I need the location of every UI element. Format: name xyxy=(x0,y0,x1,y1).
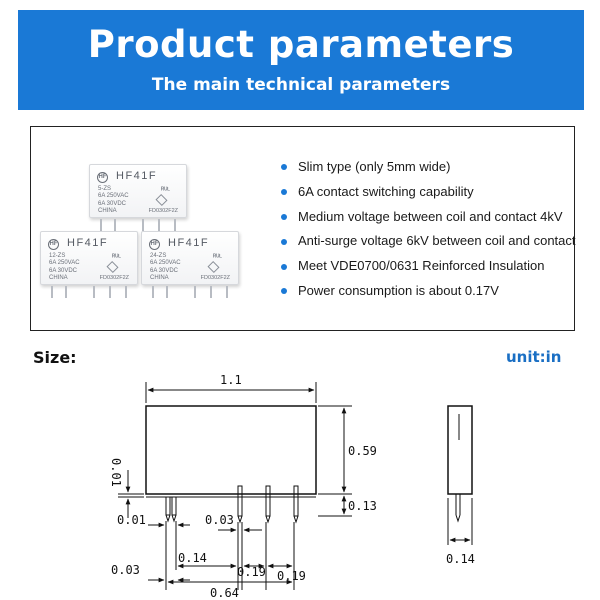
dim-pin-span: 0.64 xyxy=(210,586,239,600)
hongfa-logo-icon: HF xyxy=(97,172,108,183)
dim-top-gap: 0.01 xyxy=(109,458,123,487)
relay-pin xyxy=(125,286,127,298)
relay-pin xyxy=(152,286,154,298)
dim-pin-pitch-a: 0.14 xyxy=(178,551,207,565)
relay-model: HF41F xyxy=(168,237,210,249)
feature-item: 6A contact switching capability xyxy=(281,180,576,205)
header-banner: Product parameters The main technical pa… xyxy=(18,10,584,110)
feature-item: Meet VDE0700/0631 Reinforced Insulation xyxy=(281,254,576,279)
relay-pin-outline xyxy=(293,485,299,517)
dim-pin-width-mid: 0.03 xyxy=(205,513,234,527)
dim-pin-offset-left: 0.01 xyxy=(117,513,146,527)
size-heading: Size: xyxy=(33,348,77,367)
relay-front-view xyxy=(145,405,317,495)
page-title: Product parameters xyxy=(87,23,515,66)
dim-pin-pitch-b: 0.19 xyxy=(237,565,266,579)
ul-certification-icon: ᴿᵁᴸ xyxy=(112,254,121,261)
relay-pin xyxy=(51,286,53,298)
relay-image-5zs: HF HF41F 5-ZS 6A 250VAC 6A 30VDC CHINA ᴿ… xyxy=(89,164,187,231)
relay-pin xyxy=(210,286,212,298)
relay-side-view xyxy=(447,405,473,495)
dim-pin-width-left: 0.03 xyxy=(111,563,140,577)
relay-spec-text: 5-ZS 6A 250VAC 6A 30VDC CHINA xyxy=(98,186,129,215)
relay-model: HF41F xyxy=(67,237,109,249)
parameters-panel: HF HF41F 5-ZS 6A 250VAC 6A 30VDC CHINA ᴿ… xyxy=(30,126,576,331)
relay-pin xyxy=(226,286,228,298)
relay-pin-outline xyxy=(265,485,271,517)
ul-certification-icon: ᴿᵁᴸ xyxy=(213,254,222,261)
relay-pin-outline xyxy=(237,485,243,517)
relay-spec-text: 24-ZS 6A 250VAC 6A 30VDC CHINA xyxy=(150,253,181,282)
relay-pin xyxy=(114,219,116,231)
relay-pin xyxy=(65,286,67,298)
feature-item: Medium voltage between coil and contact … xyxy=(281,205,576,230)
unit-label: unit:in xyxy=(506,348,562,366)
dim-body-width: 0.14 xyxy=(446,552,475,566)
relay-pin-outline xyxy=(171,496,177,516)
relay-code: FD0302F2Z xyxy=(99,275,129,281)
relay-spec-text: 12-ZS 6A 250VAC 6A 30VDC CHINA xyxy=(49,253,80,282)
relay-pin xyxy=(194,286,196,298)
hongfa-logo-icon: HF xyxy=(149,239,160,250)
feature-item: Power consumption is about 0.17V xyxy=(281,279,576,304)
relay-code: FD0302F2Z xyxy=(200,275,230,281)
relay-image-12zs: HF HF41F 12-ZS 6A 250VAC 6A 30VDC CHINA … xyxy=(40,231,138,298)
relay-image-24zs: HF HF41F 24-ZS 6A 250VAC 6A 30VDC CHINA … xyxy=(141,231,239,298)
page-subtitle: The main technical parameters xyxy=(151,75,451,95)
ul-certification-icon: ᴿᵁᴸ xyxy=(161,187,170,194)
feature-item: Slim type (only 5mm wide) xyxy=(281,155,576,180)
relay-pin xyxy=(166,286,168,298)
dim-height: 0.59 xyxy=(348,444,377,458)
feature-item: Anti-surge voltage 6kV between coil and … xyxy=(281,229,576,254)
dim-pin-length: 0.13 xyxy=(348,499,377,513)
relay-pin xyxy=(93,286,95,298)
relay-pin-outline xyxy=(165,496,171,516)
relay-pin xyxy=(174,219,176,231)
relay-code: FD0302F2Z xyxy=(148,208,178,214)
relay-model: HF41F xyxy=(116,170,158,182)
dim-pin-pitch-c: 0.19 xyxy=(277,569,306,583)
hongfa-logo-icon: HF xyxy=(48,239,59,250)
relay-pin xyxy=(109,286,111,298)
feature-list: Slim type (only 5mm wide) 6A contact swi… xyxy=(281,155,576,304)
relay-pin xyxy=(100,219,102,231)
relay-pin xyxy=(142,219,144,231)
dim-length: 1.1 xyxy=(220,373,242,387)
relay-pin xyxy=(158,219,160,231)
